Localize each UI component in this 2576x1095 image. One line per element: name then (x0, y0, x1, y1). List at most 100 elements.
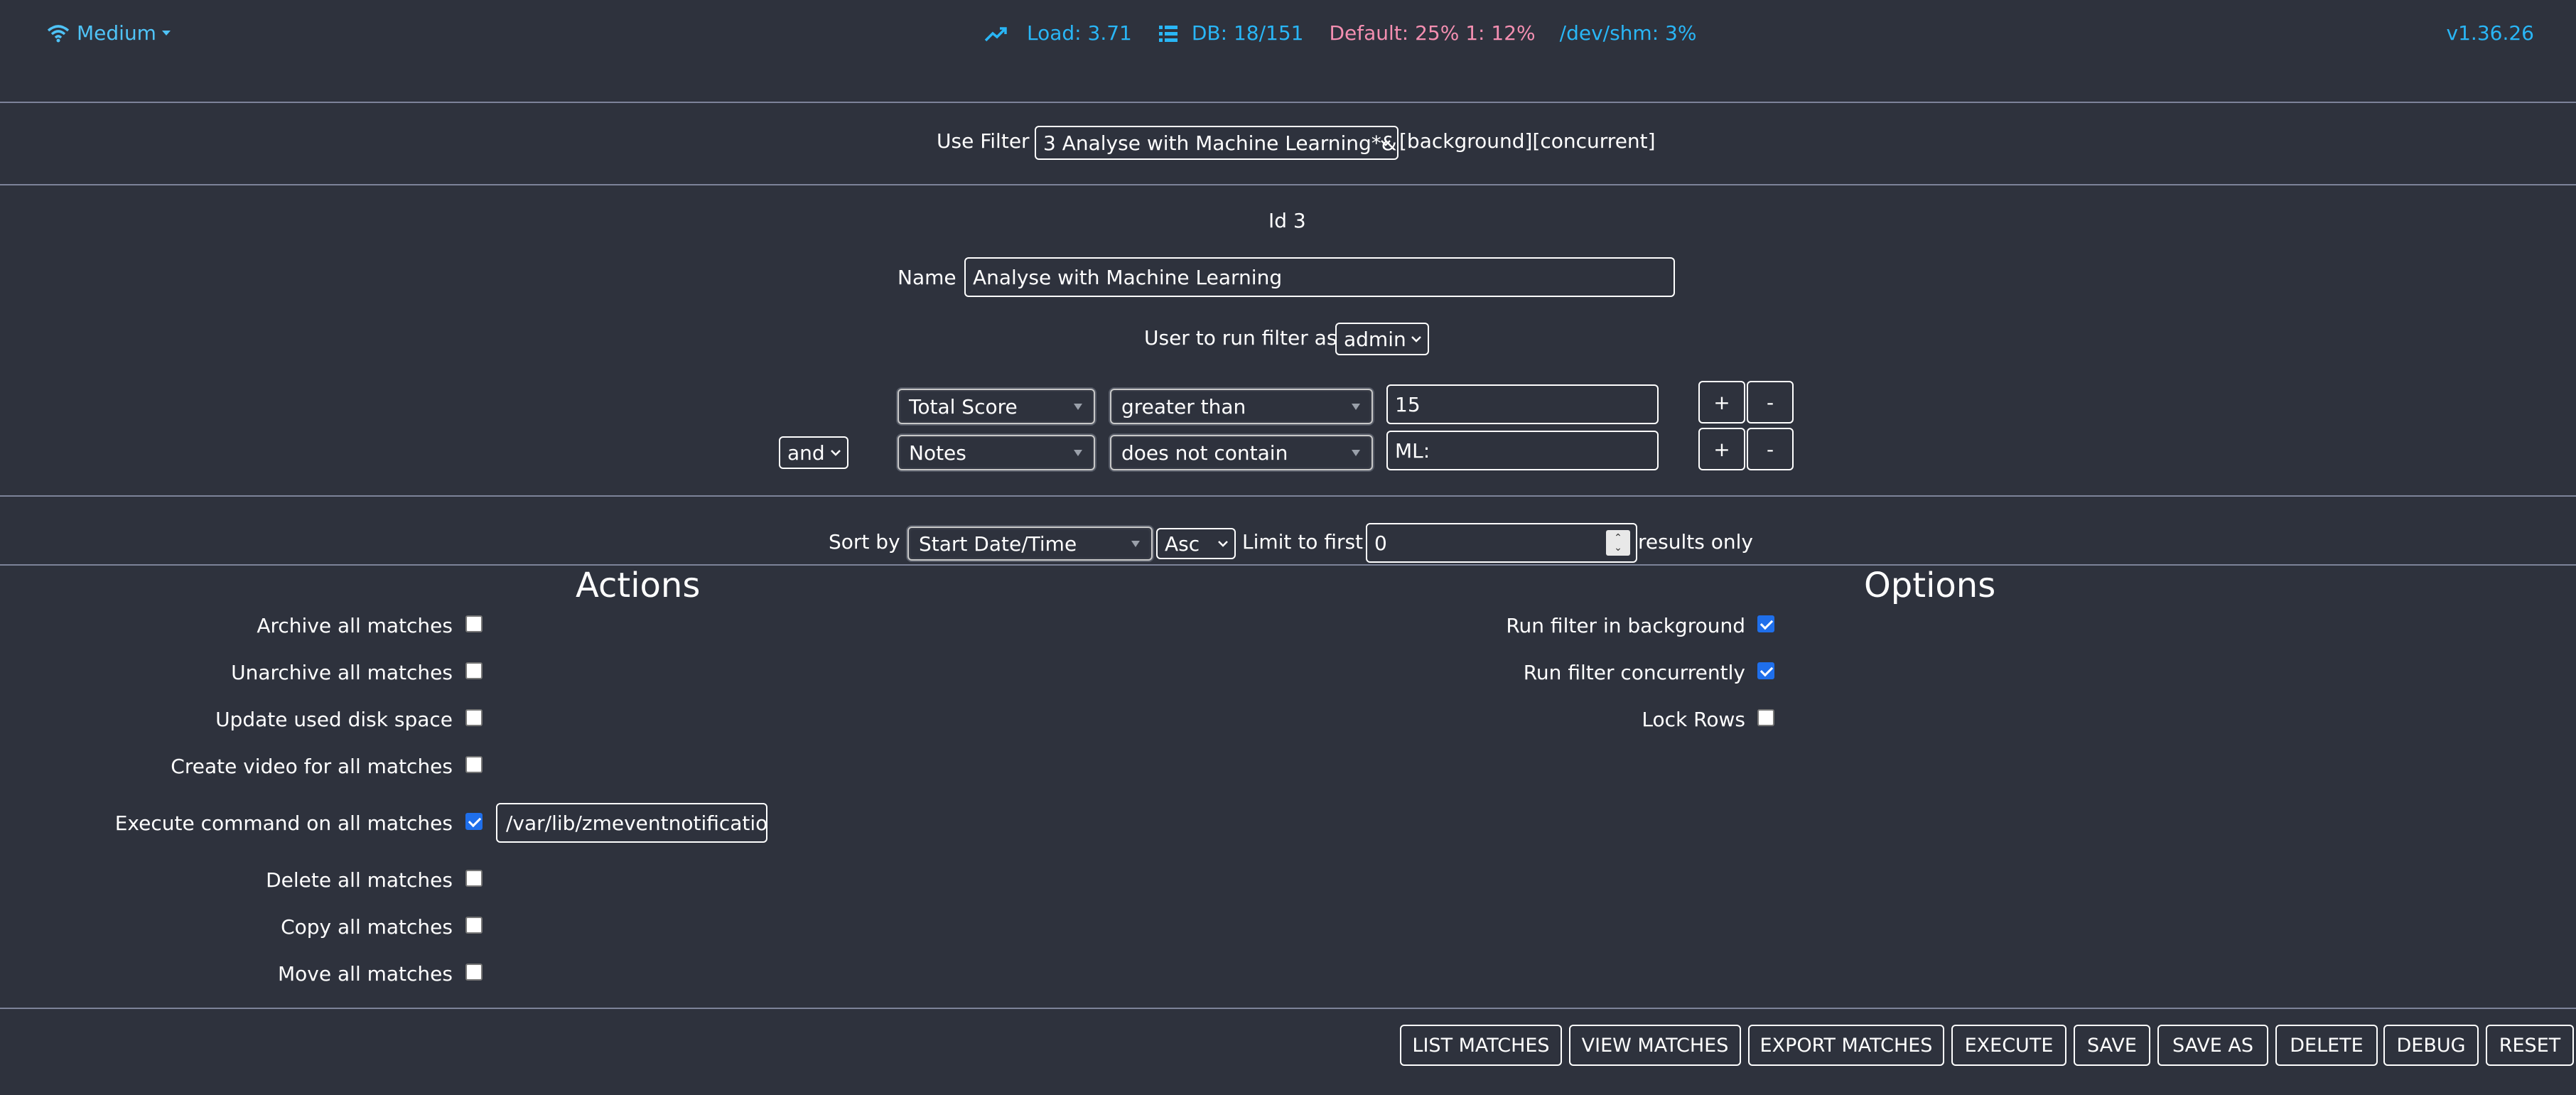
debug-button[interactable]: DEBUG (2383, 1025, 2479, 1066)
user-select[interactable]: admin (1335, 323, 1429, 355)
database-list-icon (1158, 25, 1177, 42)
limit-value: 0 (1374, 531, 1387, 555)
view-matches-button[interactable]: VIEW MATCHES (1569, 1025, 1741, 1066)
term-value-input[interactable]: 15 (1386, 384, 1659, 424)
term-attr-select[interactable]: Total Score (898, 389, 1095, 424)
term-attr-select[interactable]: Notes (898, 435, 1095, 470)
term-attr-value: Total Score (909, 394, 1018, 419)
term-op-select[interactable]: does not contain (1110, 435, 1373, 470)
filter-select[interactable]: 3 Analyse with Machine Learning*& (1035, 126, 1399, 160)
spinner-icon[interactable]: ⌃⌄ (1606, 530, 1630, 556)
save-as-button[interactable]: SAVE AS (2157, 1025, 2268, 1066)
term-conj-select[interactable]: and (779, 436, 848, 469)
options-heading: Options (1864, 566, 1996, 605)
chevron-down-icon (1381, 140, 1391, 146)
term-attr-value: Notes (909, 441, 966, 465)
sort-field-value: Start Date/Time (919, 532, 1077, 556)
sort-dir-select[interactable]: Asc (1156, 528, 1236, 559)
action-label: Unarchive all matches (231, 661, 453, 684)
name-input[interactable]: Analyse with Machine Learning (964, 257, 1675, 297)
concurrent-checkbox[interactable] (1757, 662, 1774, 679)
triangle-down-icon (1074, 404, 1082, 410)
bandwidth-menu[interactable]: Medium (47, 21, 171, 45)
version-label[interactable]: v1.36.26 (2446, 21, 2534, 45)
term-op-value: does not contain (1121, 441, 1288, 465)
action-label: Copy all matches (281, 915, 453, 939)
term-conj-value: and (787, 441, 825, 465)
update-disk-checkbox[interactable] (465, 709, 483, 726)
filter-flags: [background][concurrent] (1399, 129, 1656, 153)
command-value: /var/lib/zmeventnotification (506, 811, 767, 835)
wifi-icon (47, 24, 70, 42)
action-label: Move all matches (278, 962, 453, 986)
execute-button[interactable]: EXECUTE (1951, 1025, 2066, 1066)
reset-button[interactable]: RESET (2486, 1025, 2574, 1066)
execute-command-checkbox[interactable] (465, 813, 483, 830)
sort-dir-value: Asc (1165, 532, 1200, 556)
triangle-down-icon (1074, 450, 1082, 456)
results-label: results only (1638, 530, 1753, 554)
filter-id: Id 3 (1268, 209, 1306, 232)
copy-checkbox[interactable] (465, 917, 483, 934)
user-select-value: admin (1344, 327, 1406, 351)
triangle-down-icon (1352, 404, 1360, 410)
add-term-button[interactable]: + (1698, 428, 1745, 470)
add-term-button[interactable]: + (1698, 381, 1745, 424)
action-label: Update used disk space (215, 708, 453, 731)
command-input[interactable]: /var/lib/zmeventnotification (496, 803, 767, 843)
create-video-checkbox[interactable] (465, 756, 483, 773)
name-input-value: Analyse with Machine Learning (973, 265, 1283, 289)
divider (0, 564, 2576, 566)
action-label: Delete all matches (266, 868, 453, 892)
action-label: Archive all matches (257, 614, 453, 637)
option-label: Lock Rows (1642, 708, 1745, 731)
limit-label: Limit to first (1242, 530, 1364, 554)
sort-label: Sort by (829, 530, 900, 554)
shm-stat: /dev/shm: 3% (1559, 21, 1697, 45)
term-value-input[interactable]: ML: (1386, 431, 1659, 470)
sort-field-select[interactable]: Start Date/Time (907, 527, 1153, 561)
storage-stat[interactable]: Default: 25% 1: 12% (1329, 21, 1536, 45)
unarchive-checkbox[interactable] (465, 662, 483, 679)
db-stat[interactable]: DB: 18/151 (1191, 21, 1304, 45)
user-label: User to run filter as (1144, 326, 1337, 350)
name-label: Name (898, 266, 956, 289)
term-op-select[interactable]: greater than (1110, 389, 1373, 424)
export-matches-button[interactable]: EXPORT MATCHES (1748, 1025, 1944, 1066)
term-op-value: greater than (1121, 394, 1246, 419)
use-filter-label: Use Filter (937, 129, 1030, 153)
chevron-down-icon (1411, 336, 1421, 342)
chevron-down-icon (831, 450, 841, 456)
filter-select-value: 3 Analyse with Machine Learning*& (1043, 131, 1397, 155)
archive-checkbox[interactable] (465, 615, 483, 632)
divider (0, 495, 2576, 497)
divider (0, 102, 2576, 103)
bandwidth-label: Medium (77, 21, 156, 45)
chevron-down-icon (1218, 541, 1228, 547)
lock-rows-checkbox[interactable] (1757, 709, 1774, 726)
caret-down-icon (161, 31, 171, 36)
divider (0, 184, 2576, 185)
remove-term-button[interactable]: - (1747, 428, 1794, 470)
action-label: Execute command on all matches (114, 811, 453, 835)
option-label: Run filter in background (1506, 614, 1745, 637)
background-checkbox[interactable] (1757, 615, 1774, 632)
delete-button[interactable]: DELETE (2275, 1025, 2378, 1066)
triangle-down-icon (1352, 450, 1360, 456)
limit-input[interactable]: 0 ⌃⌄ (1366, 523, 1637, 563)
move-checkbox[interactable] (465, 964, 483, 981)
system-stats: Load: 3.71 DB: 18/151 Default: 25% 1: 12… (984, 21, 1696, 45)
action-label: Create video for all matches (171, 755, 453, 778)
term-value: ML: (1395, 438, 1430, 463)
load-stat[interactable]: Load: 3.71 (1027, 21, 1132, 45)
save-button[interactable]: SAVE (2074, 1025, 2150, 1066)
remove-term-button[interactable]: - (1747, 381, 1794, 424)
divider (0, 1008, 2576, 1009)
term-value: 15 (1395, 392, 1421, 416)
list-matches-button[interactable]: LIST MATCHES (1400, 1025, 1562, 1066)
triangle-down-icon (1131, 541, 1140, 547)
trending-up-icon (984, 26, 1007, 41)
actions-heading: Actions (576, 566, 701, 605)
delete-checkbox[interactable] (465, 870, 483, 887)
option-label: Run filter concurrently (1523, 661, 1745, 684)
